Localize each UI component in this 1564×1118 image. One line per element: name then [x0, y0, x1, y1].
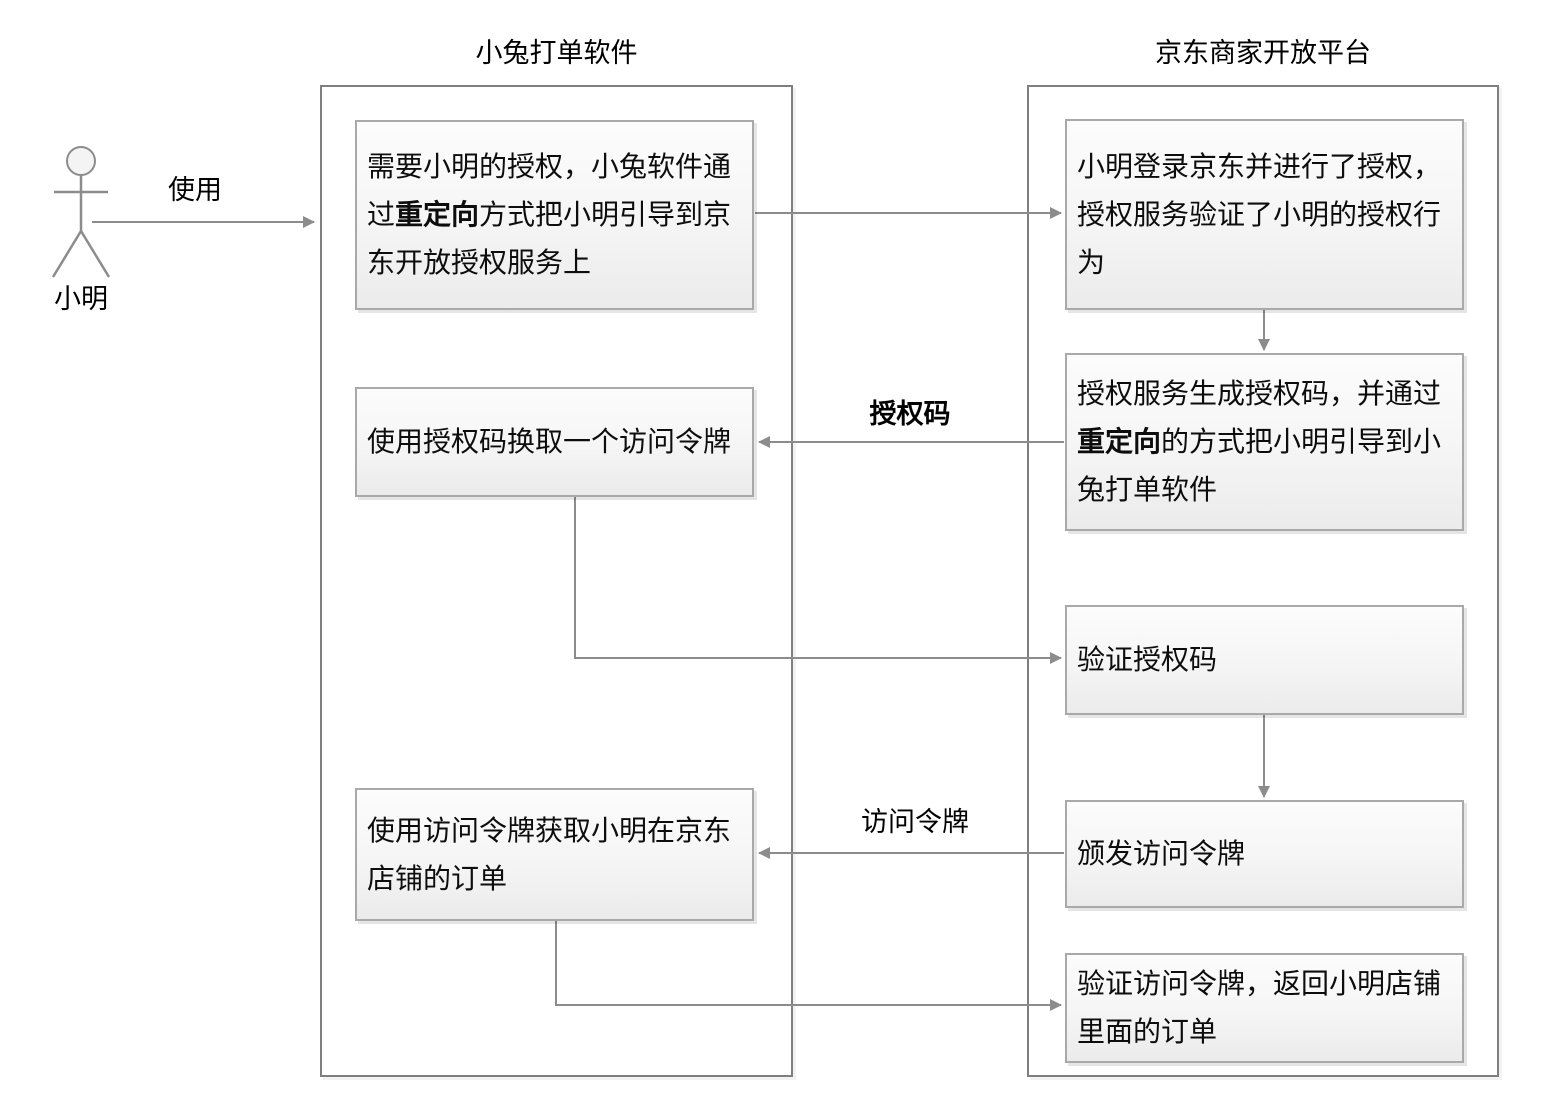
node-redirect-request-text: 需要小明的授权，小兔软件通过重定向方式把小明引导到京东开放授权服务上 — [367, 151, 732, 278]
node-validate-code-text: 验证授权码 — [1077, 644, 1218, 675]
node-exchange-token: 使用授权码换取一个访问令牌 — [355, 387, 754, 497]
edge-label-access-token: 访问令牌 — [861, 807, 969, 837]
edge-label-use: 使用 — [168, 175, 222, 205]
node-exchange-token-text: 使用授权码换取一个访问令牌 — [367, 426, 732, 457]
actor-person-icon — [51, 146, 111, 278]
bold-redirect-term: 重定向 — [1077, 426, 1162, 457]
node-redirect-request: 需要小明的授权，小兔软件通过重定向方式把小明引导到京东开放授权服务上 — [355, 120, 754, 310]
node-login-authorize-text: 小明登录京东并进行了授权，授权服务验证了小明的授权行为 — [1077, 150, 1442, 278]
bold-redirect-term: 重定向 — [395, 199, 480, 230]
actor-name-label: 小明 — [54, 284, 108, 314]
node-generate-code-redirect: 授权服务生成授权码，并通过重定向的方式把小明引导到小兔打单软件 — [1065, 353, 1464, 531]
node-issue-token: 颁发访问令牌 — [1065, 800, 1464, 908]
node-validate-code: 验证授权码 — [1065, 605, 1464, 715]
node-fetch-orders-text: 使用访问令牌获取小明在京东店铺的订单 — [367, 814, 732, 894]
node-login-authorize: 小明登录京东并进行了授权，授权服务验证了小明的授权行为 — [1065, 119, 1464, 310]
edge-label-auth-code: 授权码 — [869, 399, 951, 429]
node-generate-code-redirect-text: 授权服务生成授权码，并通过重定向的方式把小明引导到小兔打单软件 — [1077, 378, 1442, 505]
node-issue-token-text: 颁发访问令牌 — [1077, 838, 1246, 869]
node-validate-token-return-orders: 验证访问令牌，返回小明店铺里面的订单 — [1065, 953, 1464, 1063]
lane-title-jd-open-platform: 京东商家开放平台 — [1155, 38, 1371, 68]
node-validate-token-return-orders-text: 验证访问令牌，返回小明店铺里面的订单 — [1077, 968, 1442, 1047]
node-fetch-orders: 使用访问令牌获取小明在京东店铺的订单 — [355, 788, 754, 921]
lane-title-rabbit-software: 小兔打单软件 — [475, 38, 638, 68]
